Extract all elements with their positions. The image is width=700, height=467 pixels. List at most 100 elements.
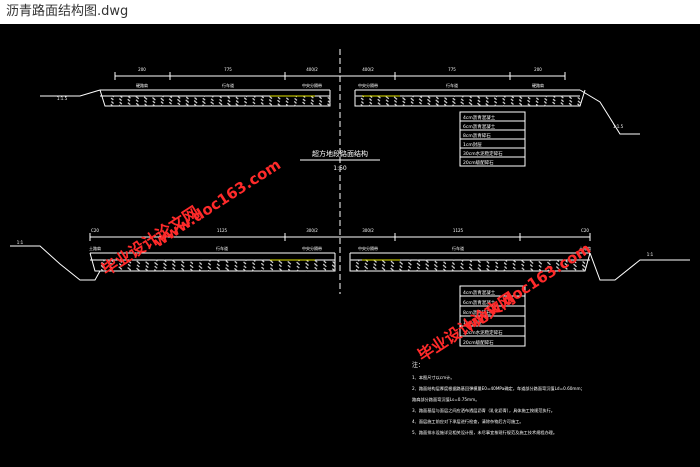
gravel-dot [319,100,321,102]
gravel-dot [208,262,210,265]
gravel-dot [152,104,155,106]
gravel-dot [310,102,312,104]
legend-upper-item: 6cm沥青混凝土 [463,123,496,130]
gravel-dot [253,259,255,262]
gravel-dot [485,100,488,102]
gravel-dot [460,270,462,272]
gravel-dot [245,259,247,262]
upper-dim-label: 400/2 [362,67,374,72]
gravel-dot [394,103,396,106]
gravel-dot [119,101,121,104]
gravel-dot [235,103,237,105]
gravel-dot [200,259,202,261]
gravel-dot [560,95,563,98]
gravel-dot [199,262,201,264]
gravel-dot [435,103,438,105]
gravel-dot [147,259,149,261]
gravel-dot [193,100,196,102]
gravel-dot [529,260,532,262]
gravel-dot [243,261,245,263]
gravel-dot [314,267,316,269]
gravel-dot [305,266,307,268]
legend-lower-item: 1cm封层 [463,319,482,326]
gravel-dot [417,259,419,261]
gravel-dot [327,97,329,99]
gravel-dot [161,95,164,97]
gravel-dot [521,267,523,269]
lower-lane-label: 中央分隔带 [302,245,322,251]
gravel-dot [561,99,563,101]
gravel-dot [190,261,192,263]
gravel-dot [545,95,547,98]
gravel-dot [547,269,549,271]
gravel-dot [278,264,281,266]
gravel-dot [318,102,321,105]
gravel-dot [519,99,521,101]
section-scale: 1:50 [333,165,347,172]
gravel-dot [100,265,103,267]
gravel-dot [364,265,366,268]
gravel-dot [552,105,554,107]
gravel-dot [368,104,371,107]
gravel-dot [279,268,281,270]
gravel-dot [556,270,558,272]
upper-slope-right: 1:1.5 [613,124,624,129]
gravel-dot [168,98,171,100]
gravel-dot [296,265,298,268]
gravel-dot [163,262,165,265]
upper-lane-label: 硬路肩 [532,82,544,88]
gravel-dot [402,100,404,103]
gravel-dot [127,102,130,104]
upper-lane-label: 行车道 [222,82,234,88]
gravel-dot [486,264,489,267]
legend-upper-item: 1cm封层 [463,141,482,148]
gravel-dot [427,102,429,105]
gravel-dot [186,96,188,99]
gravel-dot [218,102,221,104]
gravel-dot [512,263,514,265]
gravel-dot [510,102,513,104]
gravel-dot [443,268,445,270]
gravel-dot [94,259,96,261]
gravel-dot [544,101,546,103]
upper-lane-label: 中央分隔带 [358,82,378,88]
gravel-dot [177,99,179,101]
gravel-dot [118,259,121,261]
gravel-dot [163,266,165,268]
gravel-dot [355,269,358,271]
gravel-dot [202,100,204,103]
lower-dim-label: 1125 [217,228,228,233]
gravel-dot [198,269,201,271]
notes-line: 4、面层施工前应对下承层进行检查，清除杂物后方可施工。 [412,418,524,425]
gravel-dot [468,102,471,104]
lower-lane-label: 中央分隔带 [358,245,378,251]
gravel-dot [544,98,546,100]
gravel-dot [327,100,330,103]
gravel-dot [109,269,112,272]
upper-slope-left: 1:1.5 [57,96,68,101]
gravel-dot [252,98,254,100]
gravel-dot [253,95,255,98]
gravel-dot [477,96,479,98]
gravel-dot [486,268,488,270]
upper-dim-label: 400/2 [306,67,318,72]
gravel-dot [478,264,480,266]
gravel-dot [145,268,147,270]
upper-dim-label: 775 [448,67,456,72]
gravel-dot [434,264,436,266]
gravel-dot [185,103,188,105]
gravel-dot [411,95,414,97]
gravel-dot [216,259,219,261]
lower-dim-label: C20 [91,228,99,233]
notes-line: 3、路面基层与面层之间应洒布透层沥青（乳化沥青），具体施工按规范执行。 [412,407,555,414]
gravel-dot [219,99,221,101]
gravel-dot [503,262,506,264]
gravel-dot [494,97,496,99]
gravel-dot [285,104,288,106]
gravel-dot [269,96,271,98]
lower-lane-label: 土路肩 [89,245,101,251]
legend-lower-item: 20cm级配碎石 [463,339,494,346]
gravel-dot [305,270,308,272]
gravel-dot [216,266,218,269]
